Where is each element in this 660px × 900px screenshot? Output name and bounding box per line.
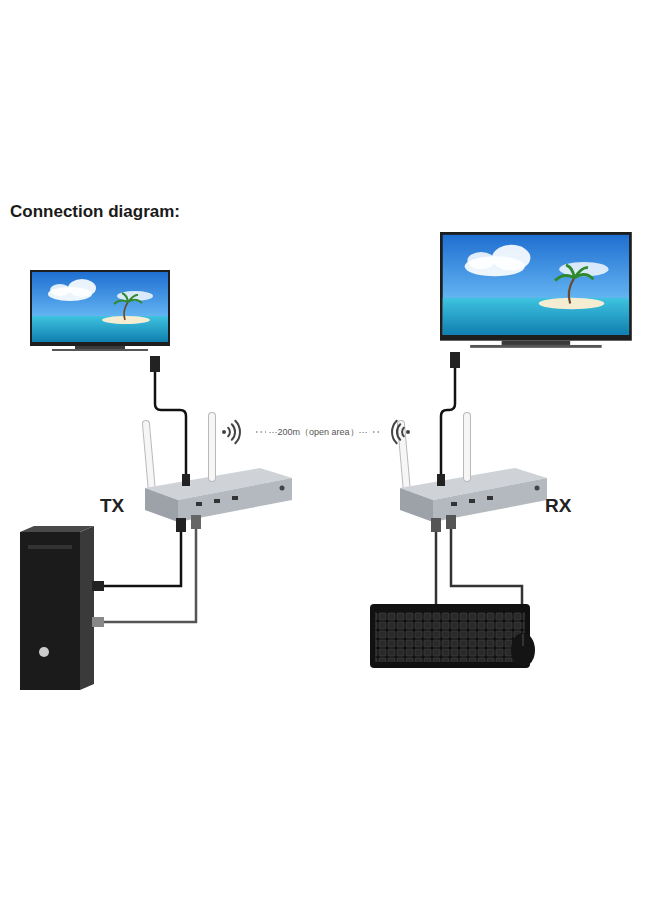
hdmi-cable <box>155 372 186 476</box>
cable-plug <box>150 356 160 372</box>
diagram-title: Connection diagram: <box>10 202 180 222</box>
wifi-symbol <box>222 421 410 444</box>
wifi-symbol <box>402 428 404 436</box>
mouse <box>511 633 535 667</box>
transmitter-unit: TX <box>95 395 256 565</box>
keyboard <box>370 604 530 668</box>
pc-cable <box>104 521 196 622</box>
cable-plug <box>150 352 460 372</box>
keyboard <box>375 612 525 662</box>
pc-tower <box>20 532 80 690</box>
wifi-symbol <box>235 421 240 444</box>
pc-cable <box>104 524 181 586</box>
distance-label: ···200m（open area）··· <box>266 426 369 439</box>
tv-right <box>440 232 632 348</box>
wifi-symbol <box>406 430 410 434</box>
pc-tower <box>20 526 94 532</box>
pc-tower <box>80 526 94 690</box>
tv-left <box>30 270 170 351</box>
hdmi-cable <box>441 366 455 476</box>
cable-plug <box>431 515 456 532</box>
pc-cable <box>104 521 196 622</box>
rx-cable <box>435 524 438 604</box>
rx-device <box>400 416 547 522</box>
cable-plug <box>450 352 460 368</box>
wifi-symbol <box>222 430 226 434</box>
wifi-symbol <box>392 421 397 444</box>
pc-tower <box>39 647 49 657</box>
tv-left <box>30 270 170 351</box>
cable-plug <box>191 515 201 529</box>
pc-tower <box>28 545 72 549</box>
unit-label: TX <box>100 495 124 517</box>
mouse <box>511 633 535 667</box>
cable-plug <box>446 515 456 529</box>
cable-plug <box>431 518 441 532</box>
receiver-unit: RX <box>380 395 575 565</box>
unit-label: RX <box>545 495 571 517</box>
pc-tower <box>20 526 94 690</box>
tv-right <box>440 232 632 348</box>
cable-plug <box>92 617 104 627</box>
cable-plug <box>92 515 201 627</box>
wifi-symbol <box>232 424 235 440</box>
cable-plug <box>176 518 186 532</box>
wifi-symbol <box>397 424 400 440</box>
mouse <box>523 634 524 646</box>
rx-device <box>400 416 547 522</box>
cable-plug <box>92 581 104 591</box>
keyboard <box>370 604 530 668</box>
hdmi-cable <box>155 366 455 476</box>
wifi-symbol <box>228 428 230 436</box>
